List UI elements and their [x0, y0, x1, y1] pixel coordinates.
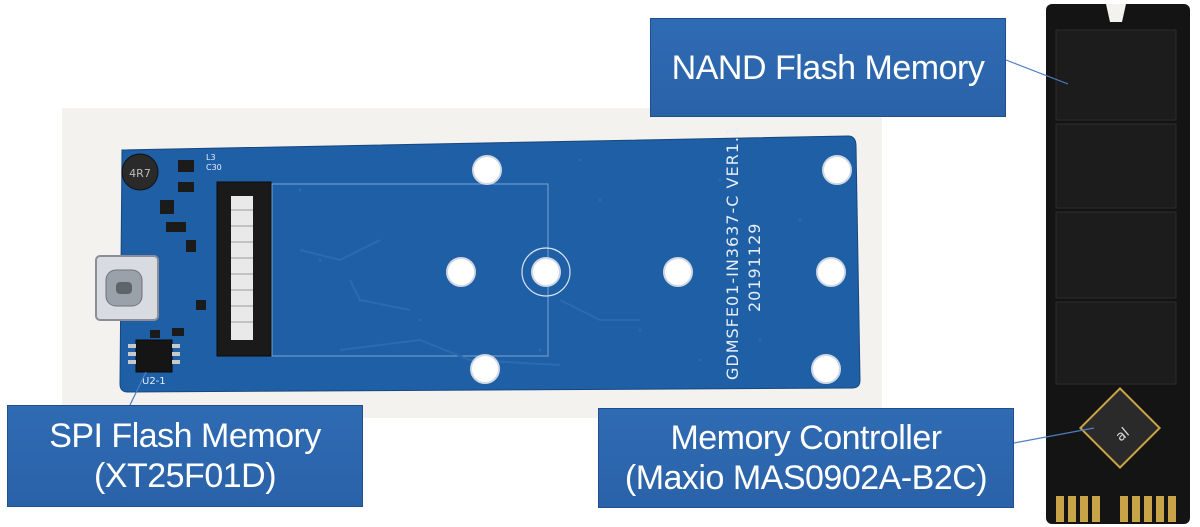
mount-hole — [822, 155, 852, 185]
mount-hole — [531, 257, 561, 287]
nand-flash-label: NAND Flash Memory — [671, 48, 985, 87]
mount-hole — [472, 155, 502, 185]
mount-hole — [470, 354, 500, 384]
svg-text:U2-1: U2-1 — [142, 376, 166, 387]
memory-controller-chip: al — [1078, 386, 1162, 470]
nand-chip — [1055, 211, 1177, 299]
board-model-text: GDMSFE01-IN3637-C VER1.1 — [723, 125, 742, 380]
spi-flash-part-number: (XT25F01D) — [93, 457, 277, 495]
spi-flash-chip — [128, 339, 180, 373]
board-date-text: 20191129 — [745, 223, 764, 312]
mount-hole — [816, 257, 846, 287]
spi-flash-callout: SPI Flash Memory (XT25F01D) — [7, 405, 363, 507]
svg-text:L3: L3 — [206, 153, 216, 162]
mount-hole — [446, 257, 476, 287]
mount-hole — [811, 354, 841, 384]
memory-controller-label: Memory Controller — [670, 419, 942, 457]
usb-c-port — [95, 255, 159, 321]
m2-ssd: al — [1046, 4, 1190, 524]
adapter-pcb: 4R7 U2-1 C30 L3 GDMSFE01-IN3637-C VER1.1… — [95, 125, 861, 393]
memory-controller-part-number: (Maxio MAS0902A-B2C) — [624, 459, 988, 497]
svg-text:C30: C30 — [206, 163, 222, 172]
spi-leader-line — [129, 371, 147, 406]
mount-hole — [663, 257, 693, 287]
nand-chip — [1055, 29, 1177, 121]
memory-controller-callout: Memory Controller (Maxio MAS0902A-B2C) — [598, 408, 1014, 508]
inductor: 4R7 — [121, 153, 159, 191]
nand-chip — [1055, 301, 1177, 385]
m2-connector — [216, 181, 272, 357]
gold-fingers — [1056, 496, 1176, 522]
nand-chip — [1055, 123, 1177, 209]
svg-text:4R7: 4R7 — [129, 167, 151, 180]
nand-leader-line — [1005, 59, 1069, 85]
controller-leader-line — [1013, 427, 1095, 444]
spi-flash-label: SPI Flash Memory — [49, 417, 321, 455]
nand-flash-callout: NAND Flash Memory — [650, 18, 1006, 117]
